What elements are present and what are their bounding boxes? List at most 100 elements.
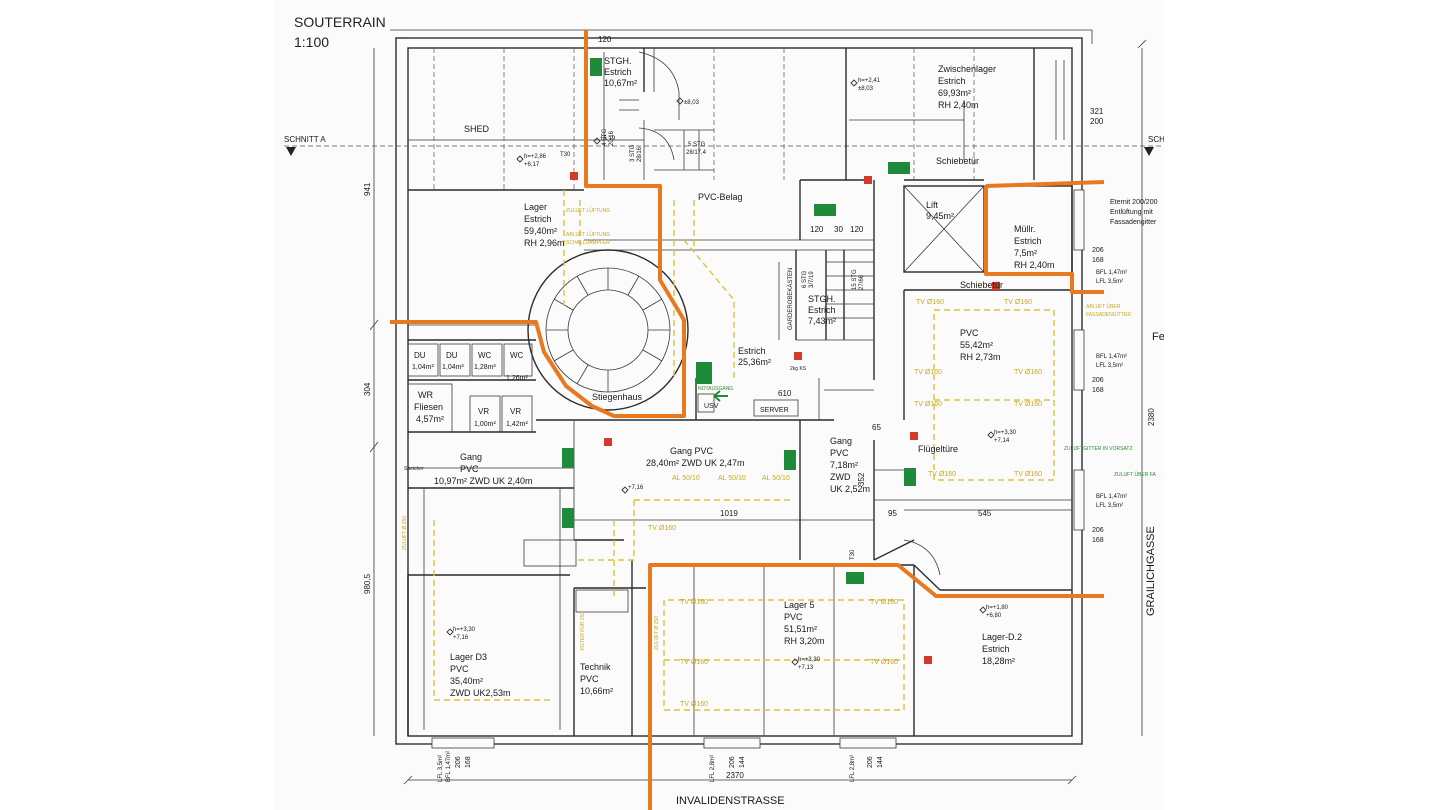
note-label: Entlüftung mit [1110,209,1153,216]
room-floor: PVC [460,464,479,474]
exit-sign-icon [888,162,910,174]
svg-text:±8,03: ±8,03 [684,100,700,106]
room-area: 59,40m² [524,226,557,236]
room-height: RH 2,96m [524,238,565,248]
room-floor: PVC [830,448,849,458]
exit-sign-icon [590,58,602,76]
svg-text:4 STG: 4 STG [602,128,608,146]
room-floor: Estrich [604,67,632,77]
extinguisher-icon [924,656,932,664]
extinguisher-icon [794,352,802,360]
room-floor: PVC [580,674,599,684]
plan-title: SOUTERRAIN [294,14,386,30]
room-name: PVC [960,328,979,338]
svg-text:BFL 1,47m²: BFL 1,47m² [1096,494,1127,500]
section-marker-icon-right [1144,147,1154,156]
svg-text:941: 941 [363,182,372,196]
room-area: 1,04m² [412,364,434,371]
svg-text:28/16: 28/16 [637,146,643,162]
svg-text:+6,19: +6,19 [600,136,616,142]
room-area: 1,26m² [506,375,528,382]
exit-sign-icon [846,572,864,584]
room-area: 1,00m² [474,421,496,428]
svg-text:+7,16: +7,16 [453,635,469,641]
svg-text:206: 206 [867,756,874,768]
svg-text:h=+2,41: h=+2,41 [858,78,881,84]
svg-text:TV Ø160: TV Ø160 [914,369,942,376]
exit-sign-icon [562,508,574,528]
exit-sign-icon [814,204,836,216]
svg-text:65: 65 [872,423,881,432]
street-name-right: GRAILICHGASSE [1145,526,1157,616]
svg-text:168: 168 [465,756,472,768]
svg-text:TV Ø160: TV Ø160 [1014,369,1042,376]
room-name: Stiegenhaus [592,392,643,402]
fire-extinguishers [570,172,1000,664]
svg-text:AL 50/10: AL 50/10 [672,475,700,482]
svg-text:LFL 2,8m²: LFL 2,8m² [710,755,716,782]
room-floor: Estrich [982,644,1010,654]
section-label-left: SCHNITT A [284,135,326,144]
usv-label: USV [704,403,719,410]
room-height: RH 2,40m [938,100,979,110]
svg-text:144: 144 [877,756,884,768]
svg-text:+7,13: +7,13 [798,665,814,671]
floor-plan-drawing: STGH. Estrich 10,67m² Zwischenlager Estr… [284,29,1164,810]
extinguisher-icon [570,172,578,180]
svg-text:TV Ø160: TV Ø160 [870,659,898,666]
room-name: DU [446,351,458,360]
svg-text:+6,80: +6,80 [986,613,1002,619]
svg-text:15 STG: 15 STG [852,269,858,290]
room-name: Lager [524,202,547,212]
svg-text:3 STG: 3 STG [630,144,636,162]
exit-arrow-icon [713,390,728,402]
svg-text:200: 200 [1090,117,1104,126]
locker-label: GARDEROBEKÄSTEN [787,268,794,330]
svg-text:LFL 3,5m²: LFL 3,5m² [1096,363,1123,369]
svg-text:206: 206 [1092,527,1104,534]
room-name: Gang [460,452,482,462]
svg-text:TV Ø160: TV Ø160 [1004,299,1032,306]
note-label: Eternit 200/200 [1110,199,1158,206]
room-name: DU [414,351,426,360]
svg-text:3/7/19: 3/7/19 [809,271,815,288]
room-floor: Estrich [524,214,552,224]
svg-text:+6,17: +6,17 [524,162,540,168]
svg-text:120: 120 [850,225,864,234]
room-name: Flügeltüre [918,444,958,454]
room-area: 35,40m² [450,676,483,686]
room-height: RH 3,20m [784,636,825,646]
svg-text:2380: 2380 [1147,408,1156,426]
room-area: 69,93m² [938,88,971,98]
exit-sign-icon [562,448,574,468]
room-name: Estrich [738,346,766,356]
room-area: 7,43m² [808,316,836,326]
extinguisher-icon [910,432,918,440]
room-height: ZWD UK2,53m [450,688,511,698]
svg-text:ZULUFTGITTER IN VORSATZ: ZULUFTGITTER IN VORSATZ [1064,446,1133,452]
dimension-labels: 120 941 304 980,5 2380 2370 1019 610 545… [363,35,1156,782]
storage-label: Speicher [404,466,424,472]
svg-text:ZULUFT LÜFTUNG: ZULUFT LÜFTUNG [566,207,610,214]
section-marker-icon [286,147,296,156]
svg-text:206: 206 [455,756,462,768]
svg-text:SCHALLDÄMPFER: SCHALLDÄMPFER [566,239,610,246]
svg-text:206: 206 [1092,247,1104,254]
level-markers [446,79,995,666]
svg-text:BFL 1,47m²: BFL 1,47m² [446,751,452,782]
svg-text:20/16: 20/16 [609,130,615,146]
room-area: 55,42m² [960,340,993,350]
svg-text:TV Ø160: TV Ø160 [1014,471,1042,478]
room-height: UK 2,52m [830,484,870,494]
room-area: 1,04m² [442,364,464,371]
svg-text:h=+1,80: h=+1,80 [986,605,1009,611]
room-name: Zwischenlager [938,64,996,74]
room-floor: Estrich [1014,236,1042,246]
svg-text:168: 168 [1092,387,1104,394]
svg-text:TV Ø160: TV Ø160 [928,471,956,478]
svg-text:±8,03: ±8,03 [858,86,874,92]
room-name: Lager D3 [450,652,487,662]
door-label: Schiebetür [960,280,1003,290]
exit-sign-icon [696,362,712,384]
room-name: Gang [830,436,852,446]
